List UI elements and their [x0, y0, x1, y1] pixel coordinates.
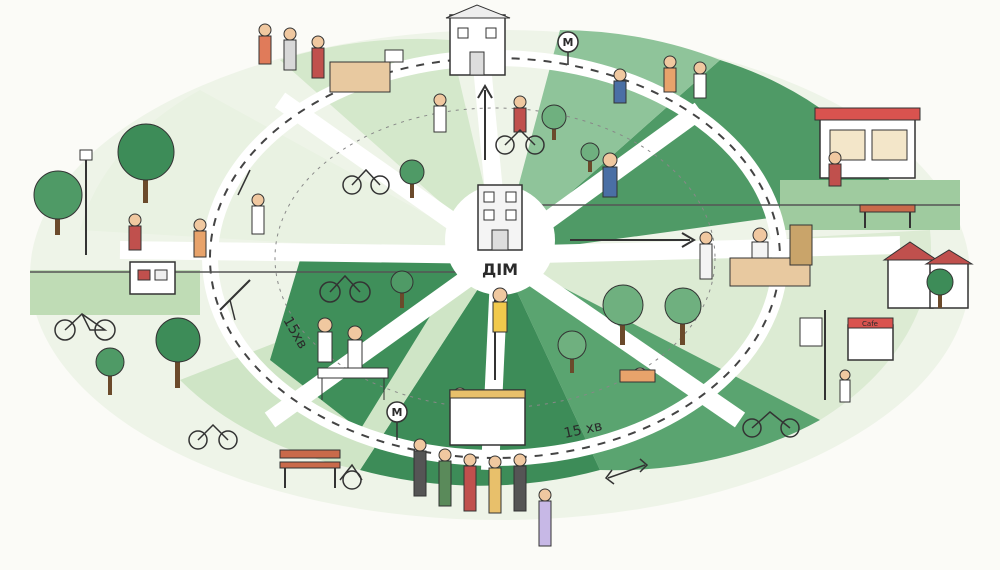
person: [438, 448, 452, 507]
home-building: [477, 184, 523, 251]
sector-left: [80, 90, 500, 255]
person: [283, 27, 297, 71]
food-stall: [729, 224, 813, 287]
tree: [557, 330, 587, 373]
houses-right: [882, 241, 974, 309]
person: [488, 455, 502, 514]
market-stall: [329, 49, 404, 93]
time-label-bottom: 15 хв: [563, 418, 604, 442]
person: [619, 367, 656, 383]
corner-shop: Cafe: [847, 317, 894, 361]
person: [251, 193, 265, 235]
clinic-desk: [317, 367, 389, 400]
metro-letter-top: M: [563, 36, 574, 49]
tree: [926, 268, 954, 308]
metro-letter-bottom: M: [392, 406, 403, 419]
tree: [95, 347, 125, 395]
person: [463, 453, 477, 512]
person: [492, 287, 508, 333]
trees: [33, 104, 954, 395]
person: [311, 35, 325, 79]
person: [839, 369, 851, 403]
tree: [155, 317, 201, 388]
tree: [399, 159, 425, 198]
notice-board: [129, 261, 176, 295]
person: [317, 317, 333, 363]
inner-ring: [274, 107, 716, 409]
bicycle: [54, 313, 116, 341]
person: [538, 488, 552, 547]
bus-stop-sign: [799, 310, 826, 400]
performance-stage: [449, 389, 526, 446]
person: [413, 438, 427, 497]
tree: [580, 142, 600, 172]
bicycle: [342, 168, 390, 195]
center-label: ДІМ: [482, 260, 518, 279]
person: [513, 95, 527, 133]
tree: [117, 123, 175, 203]
bench-right: [859, 204, 916, 228]
person: [347, 325, 363, 369]
person: [663, 55, 677, 93]
tree: [390, 270, 414, 308]
person: [613, 68, 627, 104]
person: [693, 61, 707, 99]
tree: [602, 284, 644, 345]
person: [193, 218, 207, 258]
metro-sign-bottom: M: [386, 401, 408, 440]
bicycles: [54, 128, 800, 490]
person: [513, 453, 527, 512]
bicycle: [495, 128, 545, 155]
sector-right: [500, 230, 932, 420]
person: [828, 151, 842, 187]
bicycle: [188, 423, 238, 450]
double-arrows: [229, 169, 649, 485]
sector-bottom: [360, 255, 600, 486]
person: [699, 231, 713, 280]
bicycle: [742, 411, 800, 438]
person: [433, 93, 447, 133]
tree: [541, 104, 567, 140]
top-house: [445, 4, 511, 76]
bicycle: [339, 463, 363, 490]
direction-arrows: [219, 84, 696, 380]
person: [602, 152, 618, 198]
tree: [664, 287, 702, 345]
cafe-sign: Cafe: [862, 320, 878, 328]
tree: [33, 170, 83, 235]
bicycle: [319, 274, 371, 303]
bench-bottom: [279, 449, 341, 488]
person: [128, 213, 142, 251]
metro-sign-top: M: [557, 31, 579, 65]
person: [258, 23, 272, 65]
street-lamp: [79, 149, 93, 255]
